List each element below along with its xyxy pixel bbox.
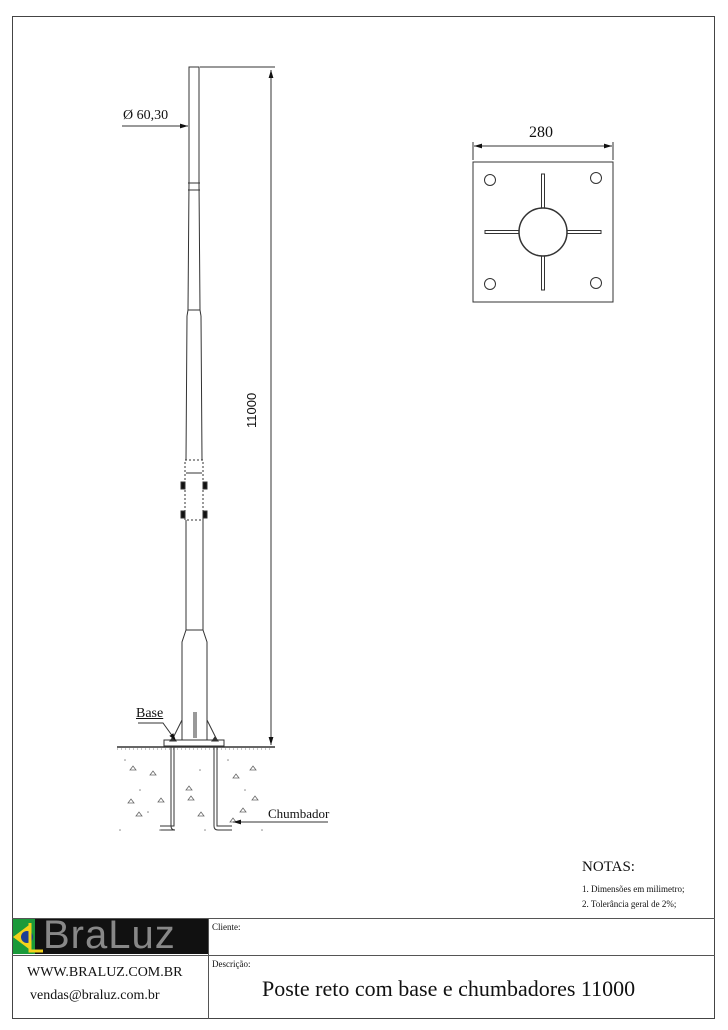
brazil-flag-icon [13,919,43,954]
website-link[interactable]: WWW.BRALUZ.COM.BR [27,965,183,980]
divider [12,955,715,956]
base-plate-view [472,142,614,303]
height-dimension-label: 11000 [244,392,259,428]
height-dimension [200,66,275,745]
note-item: 1. Dimensões em milimetro; [582,884,685,894]
email-link[interactable]: vendas@braluz.com.br [30,988,160,1003]
client-label: Cliente: [212,922,241,932]
divider [208,918,209,1019]
base-label: Base [136,706,164,721]
note-item: 2. Tolerância geral de 2%; [582,899,677,909]
anchor-label: Chumbador [268,806,330,821]
drawing-frame [12,16,715,1019]
ground-and-anchors [117,722,328,831]
pole-elevation [163,66,225,747]
divider [12,918,715,919]
notes-title: NOTAS: [582,859,635,875]
description-label: Descrição: [212,959,251,969]
braluz-logo: BraLuz [13,919,208,954]
drawing-description: Poste reto com base e chumbadores 11000 [262,976,636,1001]
diameter-label: Ø 60,30 [123,108,169,123]
plate-dimension-label: 280 [529,124,553,141]
logo-wordmark: BraLuz [43,919,176,954]
